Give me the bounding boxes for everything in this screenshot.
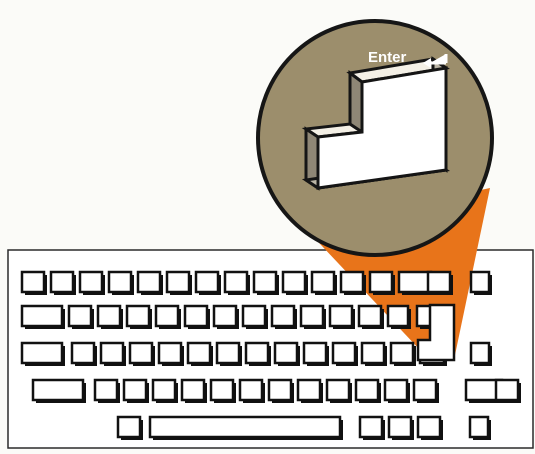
keyboard-key	[370, 272, 392, 292]
keyboard-key	[80, 272, 102, 292]
keyboard-key	[385, 380, 407, 400]
keyboard-key	[22, 343, 62, 363]
keyboard-key	[109, 272, 131, 292]
keyboard-key	[269, 380, 291, 400]
keyboard-key	[333, 343, 355, 363]
keyboard-key	[391, 343, 413, 363]
keyboard-key	[211, 380, 233, 400]
keyboard-key	[150, 417, 340, 437]
keyboard-key	[130, 343, 152, 363]
keyboard-key	[182, 380, 204, 400]
keyboard-key	[428, 272, 450, 292]
keyboard-key	[414, 380, 436, 400]
keyboard-key	[69, 306, 91, 326]
keyboard-key	[341, 272, 363, 292]
keyboard-key	[156, 306, 178, 326]
keyboard-key	[418, 417, 440, 437]
keyboard-key	[72, 343, 94, 363]
keyboard-key	[298, 380, 320, 400]
keyboard-key	[496, 380, 518, 400]
keyboard-key	[327, 380, 349, 400]
keyboard-key	[95, 380, 117, 400]
keyboard-key	[399, 272, 431, 292]
keyboard-key	[225, 272, 247, 292]
keyboard-key	[304, 343, 326, 363]
keyboard-key	[330, 306, 352, 326]
keyboard-key	[470, 417, 488, 437]
keyboard-key	[246, 343, 268, 363]
keyboard-key	[301, 306, 323, 326]
keyboard-key	[243, 306, 265, 326]
keyboard-key	[159, 343, 181, 363]
keyboard-key	[22, 306, 62, 326]
keyboard-key	[471, 272, 489, 292]
keyboard-key	[217, 343, 239, 363]
keyboard-key	[240, 380, 262, 400]
keyboard-key	[101, 343, 123, 363]
keyboard-key	[33, 380, 83, 400]
keyboard-key	[389, 417, 411, 437]
keyboard-key	[188, 343, 210, 363]
keyboard-key	[127, 306, 149, 326]
keyboard-key	[362, 343, 384, 363]
keyboard-key	[359, 306, 381, 326]
keyboard-key	[356, 380, 378, 400]
keyboard-key	[118, 417, 140, 437]
keyboard-key	[98, 306, 120, 326]
keyboard-key	[196, 272, 218, 292]
keyboard-key	[272, 306, 294, 326]
keyboard-key	[185, 306, 207, 326]
enter-key-label: Enter	[368, 49, 407, 66]
keyboard-key	[388, 306, 408, 326]
keyboard-key	[312, 272, 334, 292]
keyboard-key	[254, 272, 276, 292]
keyboard-key	[167, 272, 189, 292]
keyboard-key	[138, 272, 160, 292]
keyboard-key	[360, 417, 382, 437]
keyboard-key	[471, 343, 489, 363]
keyboard-key	[275, 343, 297, 363]
keyboard-key	[22, 272, 44, 292]
keyboard-key	[153, 380, 175, 400]
keyboard-key	[124, 380, 146, 400]
keyboard-key	[214, 306, 236, 326]
keyboard-key	[283, 272, 305, 292]
keyboard-key	[51, 272, 73, 292]
